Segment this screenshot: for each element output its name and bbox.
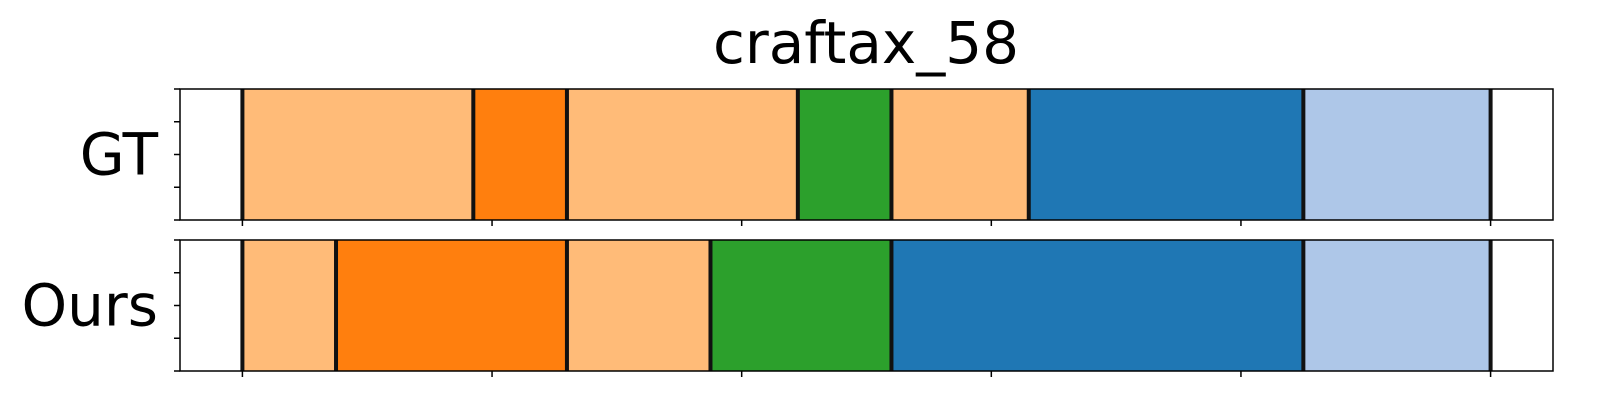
- segment-gt-3: [473, 89, 567, 220]
- row-label-ours: Ours: [22, 272, 158, 340]
- segment-ours-5: [710, 240, 892, 371]
- chart-title: craftax_58: [713, 9, 1019, 77]
- segment-gt-1: [180, 89, 243, 220]
- segment-ours-7: [1303, 240, 1491, 371]
- segment-ours-6: [891, 240, 1304, 371]
- row-gt: GT: [80, 88, 1554, 221]
- segment-ours-4: [566, 240, 711, 371]
- segment-gt-4: [566, 89, 798, 220]
- segment-gt-5: [797, 89, 892, 220]
- segment-ours-2: [242, 240, 337, 371]
- segment-ours-1: [180, 240, 243, 371]
- segment-gt-8: [1303, 89, 1491, 220]
- segment-ours-3: [336, 240, 567, 371]
- rows-layer: GT Ours: [22, 88, 1554, 377]
- segment-gt-9: [1490, 89, 1553, 220]
- segment-gt-6: [891, 89, 1029, 220]
- row-ours: Ours: [22, 239, 1554, 372]
- segment-gt-7: [1028, 89, 1304, 220]
- segment-gt-2: [242, 89, 474, 220]
- segment-ours-8: [1490, 240, 1553, 371]
- row-label-gt: GT: [80, 121, 159, 189]
